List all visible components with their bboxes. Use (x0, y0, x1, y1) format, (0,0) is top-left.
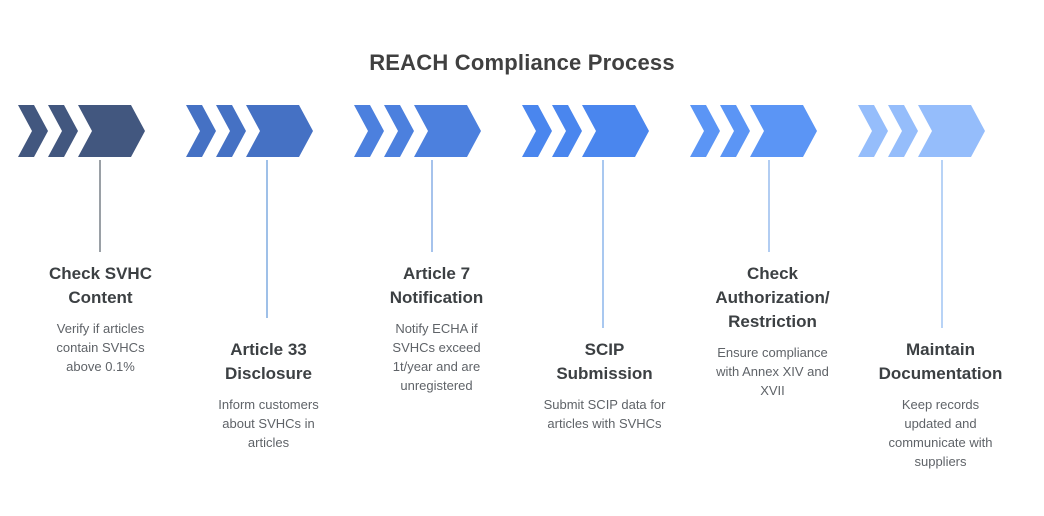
step-4-connector-line (602, 160, 604, 328)
chevron-thin-icon (216, 105, 246, 157)
page-title: REACH Compliance Process (369, 50, 675, 75)
step-3-labels: Article 7 Notification Notify ECHA if SV… (354, 262, 519, 396)
chevron-thin-icon (552, 105, 582, 157)
chevron-thin-icon (186, 105, 216, 157)
chevron-thin-icon (48, 105, 78, 157)
step-5-title: Check Authorization/ Restriction (715, 264, 830, 332)
step-4-title: SCIP Submission (556, 340, 653, 384)
step-6-labels: Maintain Documentation Keep records upda… (858, 338, 1023, 472)
step-5-description: Ensure compliance with Annex XIV and XVI… (716, 345, 829, 399)
step-3-title: Article 7 Notification (389, 264, 484, 308)
step-5-connector-line (768, 160, 770, 252)
chevron-thin-icon (384, 105, 414, 157)
chevron-wide-icon (246, 105, 313, 157)
step-2-description: Inform customers about SVHCs in articles (218, 397, 319, 450)
step-5-labels: Check Authorization/ Restriction Ensure … (690, 262, 855, 401)
step-3-connector-line (431, 160, 433, 252)
chevron-thin-icon (690, 105, 720, 157)
chevron-thin-icon (720, 105, 750, 157)
step-4-description: Submit SCIP data for articles with SVHCs (543, 397, 666, 432)
chevron-wide-icon (582, 105, 649, 157)
chevron-thin-icon (858, 105, 888, 157)
chevron-wide-icon (414, 105, 481, 157)
process-step-1[interactable]: Check SVHC Content Verify if articles co… (18, 0, 183, 516)
chevron-thin-icon (18, 105, 48, 157)
chevron-wide-icon (78, 105, 145, 157)
chevron-thin-icon (522, 105, 552, 157)
step-4-labels: SCIP Submission Submit SCIP data for art… (522, 338, 687, 434)
step-1-connector-line (99, 160, 101, 252)
chevron-thin-icon (888, 105, 918, 157)
step-2-labels: Article 33 Disclosure Inform customers a… (186, 338, 351, 453)
step-6-description: Keep records updated and communicate wit… (888, 397, 993, 469)
step-1-chevron-group (18, 105, 145, 157)
step-1-title: Check SVHC Content (49, 264, 152, 308)
chevron-wide-icon (918, 105, 985, 157)
step-1-description: Verify if articles contain SVHCs above 0… (56, 321, 145, 374)
process-step-2[interactable]: Article 33 Disclosure Inform customers a… (186, 0, 351, 516)
chevron-thin-icon (354, 105, 384, 157)
step-6-title: Maintain Documentation (878, 340, 1003, 384)
step-5-chevron-group (690, 105, 817, 157)
step-3-chevron-group (354, 105, 481, 157)
process-step-5[interactable]: Check Authorization/ Restriction Ensure … (690, 0, 855, 516)
step-3-description: Notify ECHA if SVHCs exceed 1t/year and … (392, 321, 481, 393)
step-6-chevron-group (858, 105, 985, 157)
step-2-connector-line (266, 160, 268, 318)
step-1-labels: Check SVHC Content Verify if articles co… (18, 262, 183, 377)
process-step-4[interactable]: SCIP Submission Submit SCIP data for art… (522, 0, 687, 516)
chevron-wide-icon (750, 105, 817, 157)
step-6-connector-line (941, 160, 943, 328)
step-4-chevron-group (522, 105, 649, 157)
step-2-chevron-group (186, 105, 313, 157)
step-2-title: Article 33 Disclosure (225, 340, 312, 384)
process-step-3[interactable]: Article 7 Notification Notify ECHA if SV… (354, 0, 519, 516)
process-step-6[interactable]: Maintain Documentation Keep records upda… (858, 0, 1023, 516)
